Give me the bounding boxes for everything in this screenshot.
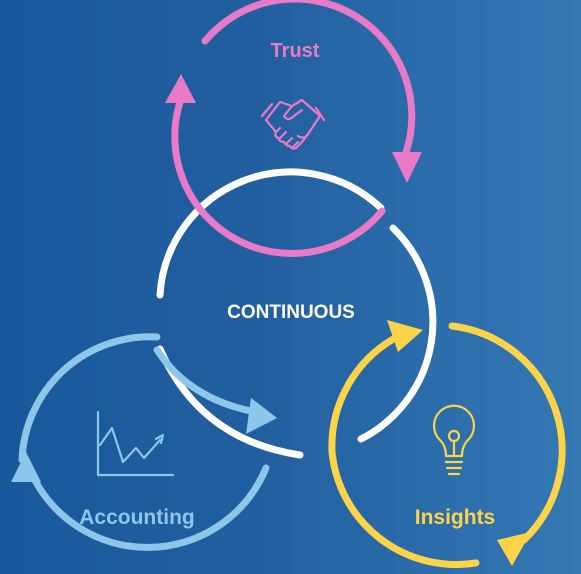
trust-arrowhead-left: [165, 74, 196, 103]
insights-arc-left: [328, 334, 480, 569]
trust-arc-top: [201, 0, 416, 162]
insights-arc-right: [448, 322, 566, 544]
trust-label: Trust: [271, 40, 320, 62]
trust-arrowhead-right: [392, 152, 422, 183]
center-label: CONTINUOUS: [227, 302, 355, 323]
trust-cycle: [165, 0, 422, 257]
accounting-arrowhead-right: [246, 398, 277, 434]
insights-arrowhead-bottom: [497, 532, 531, 566]
accounting-arc-inner: [153, 346, 260, 416]
accounting-label: Accounting: [79, 506, 195, 529]
accounting-arc-bottom: [26, 464, 270, 551]
insights-label: Insights: [415, 506, 496, 529]
accounting-cycle: [11, 333, 277, 551]
insights-arrowhead-top: [387, 320, 423, 352]
center-arc-left: [156, 168, 385, 299]
insights-cycle: [328, 320, 566, 569]
trust-arc-bottom: [171, 98, 386, 257]
handshake-icon: [260, 98, 326, 150]
accounting-arc-top: [18, 333, 161, 464]
lightbulb-icon: [432, 404, 476, 476]
line-chart-icon: [96, 410, 175, 477]
center-arc-right: [357, 224, 437, 443]
accounting-arrowhead-left: [11, 452, 41, 482]
